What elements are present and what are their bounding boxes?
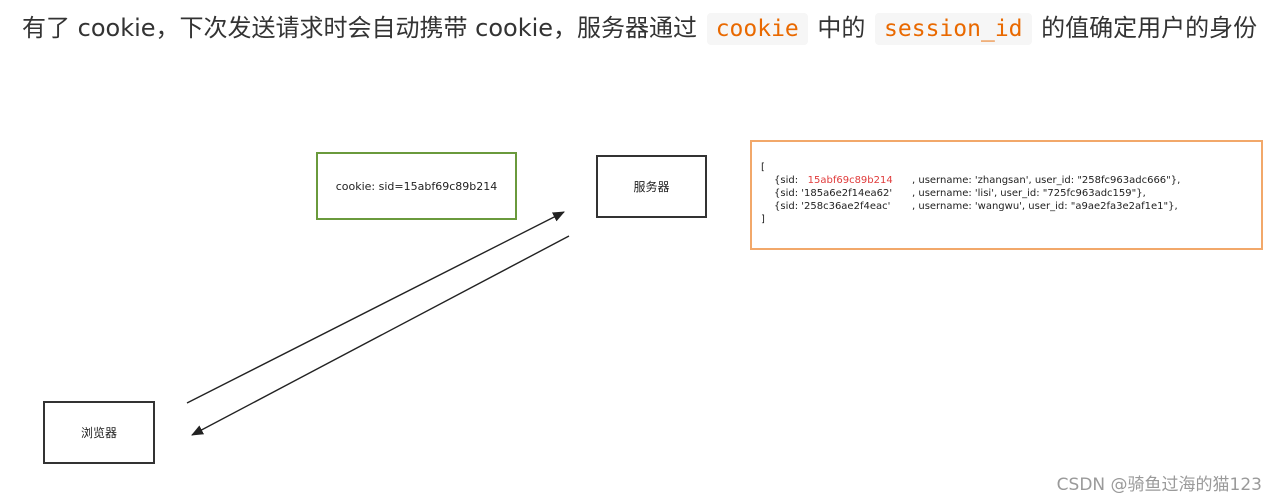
- session-row-rest: , username: 'wangwu', user_id: "a9ae2fa3…: [912, 201, 1178, 212]
- watermark: CSDN @骑鱼过海的猫123: [1056, 475, 1262, 495]
- session-row-sid-prefix: {sid: '185a6e2f14ea62': [774, 188, 893, 199]
- response-arrow: [191, 235, 570, 436]
- inline-code-session-id: session_id: [875, 13, 1032, 45]
- session-row-sid-prefix: {sid: '258c36ae2f4eac': [774, 201, 891, 212]
- browser-label: 浏览器: [80, 426, 117, 440]
- paragraph-text: 的值确定用户的身份: [1033, 14, 1258, 42]
- session-row: {sid: '185a6e2f14ea62' , username: 'lisi'…: [761, 187, 1261, 200]
- paragraph-text: 有了 cookie，下次发送请求时会自动携带 cookie，服务器通过: [22, 14, 705, 42]
- session-row-rest: , username: 'zhangsan', user_id: "258fc9…: [912, 175, 1181, 186]
- session-row-rest: , username: 'lisi', user_id: "725fc963ad…: [912, 188, 1146, 199]
- server-box: 服务器: [596, 155, 707, 218]
- session-row: {sid: '258c36ae2f4eac' , username: 'wangw…: [761, 200, 1261, 213]
- paragraph-text: 中的: [809, 14, 874, 42]
- session-store-box: [ {sid: 15abf69c89b214 , username: 'zhang…: [750, 140, 1263, 250]
- paragraph: 有了 cookie，下次发送请求时会自动携带 cookie，服务器通过 cook…: [22, 6, 1272, 52]
- cookie-label: cookie: sid=15abf69c89b214: [335, 179, 498, 193]
- session-row-sid-value: 15abf69c89b214: [807, 175, 893, 186]
- session-open-bracket: [: [761, 162, 765, 173]
- session-close-bracket: ]: [761, 214, 765, 225]
- server-label: 服务器: [633, 180, 670, 194]
- session-row-sid-prefix: {sid:: [774, 175, 799, 186]
- cookie-box: cookie: sid=15abf69c89b214: [316, 152, 517, 220]
- browser-box: 浏览器: [43, 401, 155, 464]
- request-arrow: [186, 211, 565, 404]
- inline-code-cookie: cookie: [706, 13, 808, 45]
- session-row: {sid: 15abf69c89b214 , username: 'zhangsa…: [761, 174, 1261, 187]
